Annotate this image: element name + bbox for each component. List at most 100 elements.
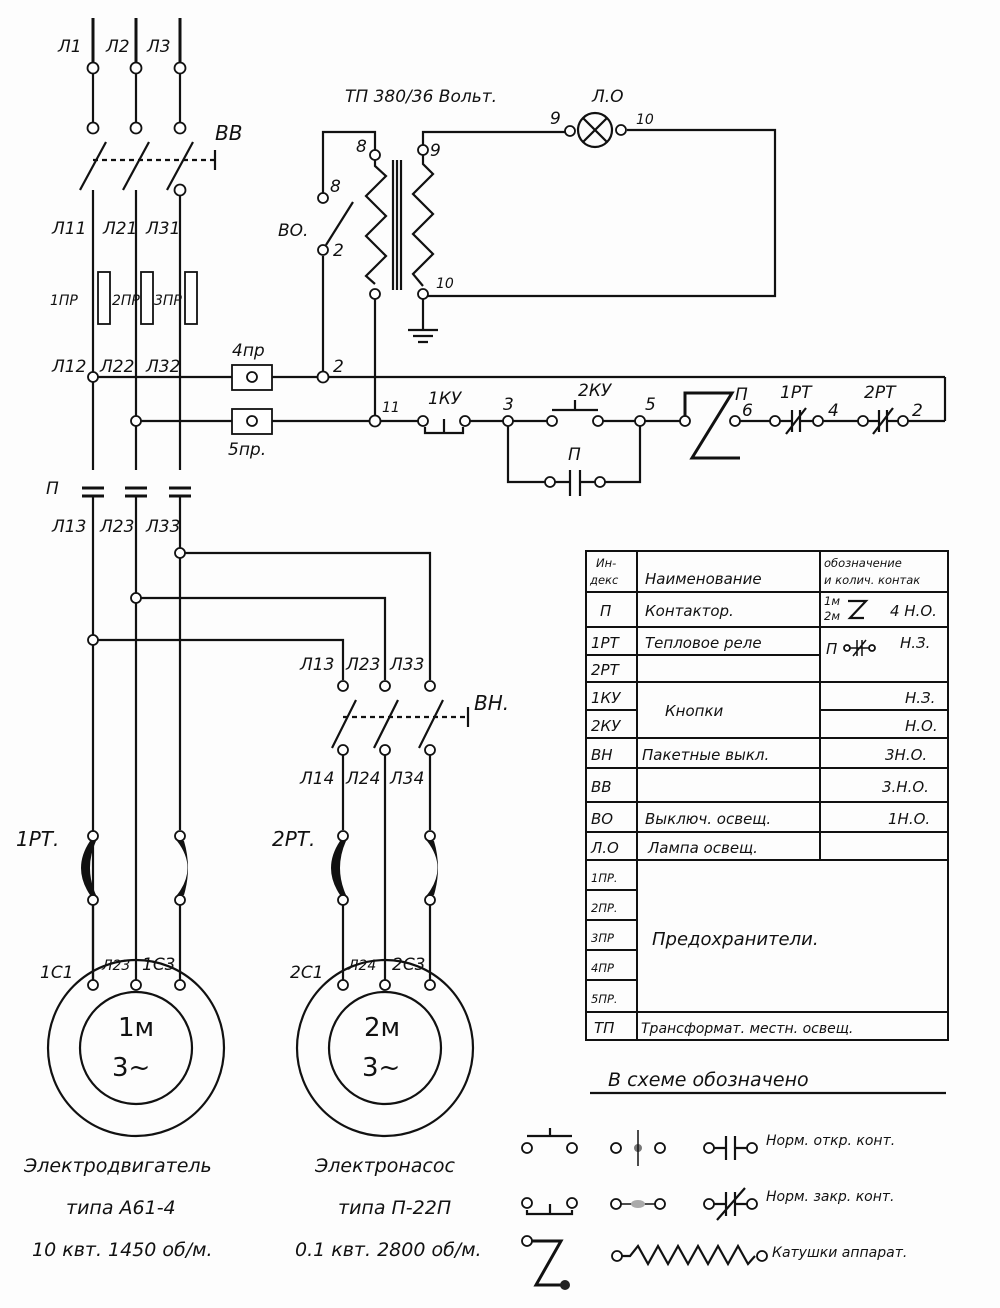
node-9-lamp: 9 (550, 109, 561, 129)
cell-desig-prefix: 1м (824, 594, 840, 608)
table-row: 3ПР (591, 931, 614, 945)
cell-index: ВВ (591, 778, 612, 796)
cell-index: Л.О (590, 839, 619, 857)
cell-desig: Н.О. (905, 717, 938, 735)
table-row: ТП Трансформат. местн. освещ. (594, 1019, 853, 1037)
nc-button-icon (521, 1197, 578, 1216)
motor1-phase: 3~ (112, 1053, 150, 1083)
label-fuse-4: 4пр (232, 341, 265, 361)
node-9-secondary: 9 (430, 141, 441, 161)
label-l3: Л3 (146, 37, 171, 57)
label-l21: Л21 (102, 219, 137, 239)
cell-index: П (600, 602, 611, 620)
cell-index: 1РТ (591, 634, 621, 652)
table-header-index-1: Ин- (596, 556, 616, 570)
cell-desig: 1Н.О. (888, 810, 930, 828)
label-bo: ВО. (278, 221, 308, 241)
nc-contactor-contact-icon (703, 1187, 758, 1221)
table-row: 4ПР (591, 961, 614, 975)
label-fuse-2: 2ПР (112, 293, 140, 309)
transformer-tp (317, 128, 777, 416)
node-2-end: 2 (912, 401, 923, 421)
thermal-relays (81, 830, 438, 980)
label-fuse-3: 3ПР (154, 293, 182, 309)
motor2-caption-type: Электронасос (314, 1155, 455, 1177)
label-l23: Л23 (99, 517, 134, 537)
cell-desig: 4 Н.О. (890, 602, 937, 620)
label-l11: Л11 (51, 219, 86, 239)
cell-name: Контактор. (645, 602, 734, 620)
cell-desig: Н.З. (905, 689, 935, 707)
transformer-title: ТП 380/36 Вольт. (345, 87, 497, 107)
cell-name: Предохранители. (652, 929, 819, 950)
cell-name: Пакетные выкл. (642, 746, 769, 764)
cell-desig: Н.З. (900, 634, 930, 652)
table-row: ВВ 3.Н.О. (591, 778, 929, 796)
cell-name: Трансформат. местн. освещ. (641, 1021, 853, 1037)
legend-nc-contact: Норм. закр. конт. (766, 1189, 895, 1205)
label-l13: Л13 (51, 517, 86, 537)
table-row: 5ПР. (591, 992, 618, 1006)
label-l14: Л14 (299, 769, 334, 789)
label-l31: Л31 (145, 219, 180, 239)
motor1-caption-rating: 10 квт. 1450 об/м. (32, 1239, 213, 1261)
label-2c3: 2C3 (392, 955, 426, 975)
label-l24: Л24 (345, 769, 380, 789)
table-header-desig-2: и колич. контак (824, 573, 920, 587)
cell-index: 5ПР. (591, 992, 618, 1006)
motor-1 (46, 958, 226, 1138)
label-pump-l13: Л13 (299, 655, 334, 675)
label-2rt: 2РТ (864, 383, 897, 403)
label-1rt: 1РТ (780, 383, 813, 403)
cell-index: 1ПР. (591, 871, 618, 885)
label-pump-l23: Л23 (345, 655, 380, 675)
contactor-main (82, 486, 191, 980)
motor2-caption-rating: 0.1 квт. 2800 об/м. (295, 1239, 482, 1261)
cell-index: 4ПР (591, 961, 614, 975)
motor1-caption-model: типа А61-4 (66, 1197, 176, 1219)
cell-name: Выключ. освещ. (645, 810, 771, 828)
cell-name: Лампа освещ. (647, 839, 758, 857)
label-l32: Л32 (145, 357, 180, 377)
legend-coils: Катушки аппарат. (772, 1245, 907, 1261)
nc-switch-contact-icon (610, 1198, 666, 1210)
node-10-lamp: 10 (636, 112, 654, 128)
cell-index: 3ПР (591, 931, 614, 945)
label-1c1: 1C1 (40, 963, 74, 983)
coil-symbol-icon (847, 599, 869, 620)
label-l33: Л33 (145, 517, 180, 537)
cell-name: Кнопки (665, 702, 724, 720)
table-header-desig-1: обозначение (824, 556, 902, 570)
node-8-primary: 8 (356, 137, 367, 157)
table-row: 2ПР. (591, 901, 618, 915)
label-l2: Л2 (105, 37, 130, 57)
motor2-name: 2м (364, 1013, 400, 1043)
cell-name: Тепловое реле (645, 634, 762, 652)
contactor-coil-icon (521, 1235, 570, 1290)
label-2c1: 2C1 (290, 963, 324, 983)
cell-index: ВО (591, 810, 613, 828)
motor1-name: 1м (118, 1013, 154, 1043)
control-wiring (87, 364, 947, 496)
label-pump-l33: Л33 (389, 655, 424, 675)
label-fuse-1: 1ПР (50, 293, 78, 309)
label-contactor-p: П (46, 479, 59, 499)
cell-index: 2КУ (591, 717, 621, 735)
node-3: 3 (503, 395, 514, 415)
label-l34: Л34 (389, 769, 424, 789)
table-row: 1РТ Тепловое реле П Н.З. (591, 634, 930, 658)
node-11: 11 (382, 400, 400, 416)
cell-desig: 3.Н.О. (882, 778, 929, 796)
pump-branch (87, 547, 470, 980)
table-row: 1КУ Кнопки Н.З. (591, 689, 935, 720)
table-row: 1ПР. Предохранители. (591, 871, 819, 950)
supply-lines (86, 18, 187, 135)
label-l22: Л22 (99, 357, 134, 377)
node-8-switch: 8 (330, 177, 341, 197)
node-5: 5 (645, 395, 656, 415)
label-motor1-rt: 1РТ. (16, 827, 59, 851)
legend-no-contact: Норм. откр. конт. (766, 1133, 895, 1149)
label-l1: Л1 (57, 37, 82, 57)
motor2-phase: 3~ (362, 1053, 400, 1083)
